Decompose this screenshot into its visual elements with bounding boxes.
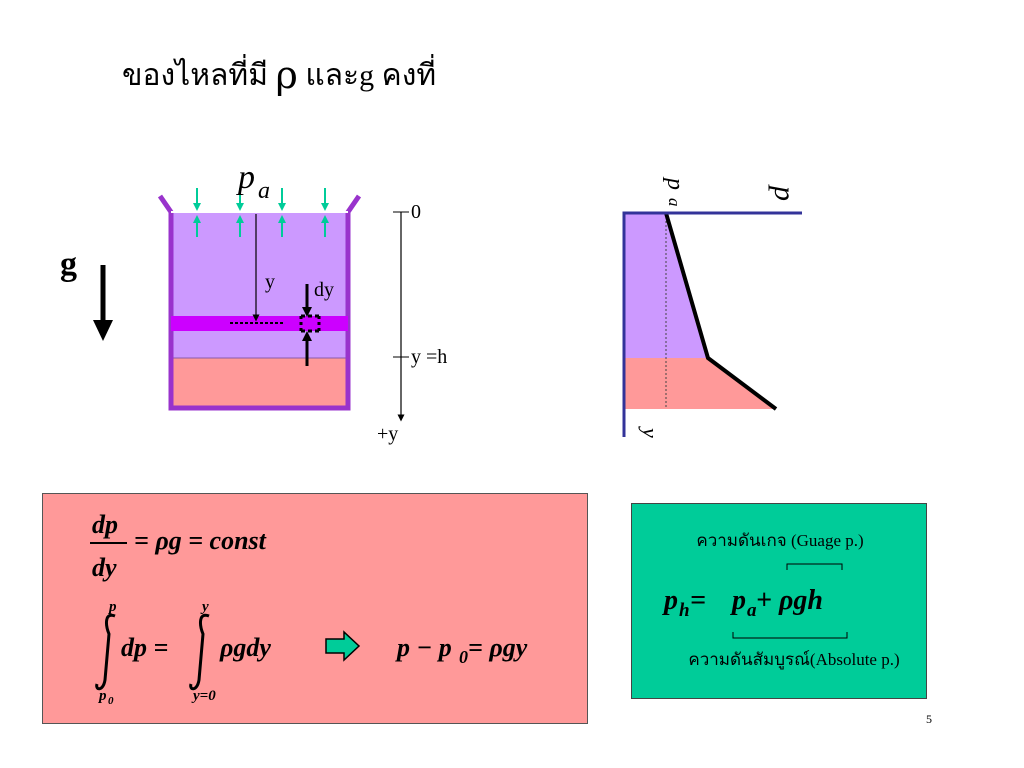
pa-label-base: p xyxy=(236,159,255,196)
int1-upper-limit: p xyxy=(107,599,117,615)
y-depth-label: y xyxy=(265,271,275,293)
title-suffix: และg คงที่ xyxy=(305,59,437,92)
equation-box: dp dy = ρg = const p p 0 dp = y y=0 ρgdy… xyxy=(42,493,588,724)
eq-ph-subscript: h xyxy=(679,600,690,621)
eq-ph-base: p xyxy=(662,585,678,616)
int1-lower-limit-sub: 0 xyxy=(108,695,114,707)
fluid-upper-layer xyxy=(171,212,348,358)
gauge-pressure-box: ความดันเกจ (Guage p.) p h = p a + ρgh คว… xyxy=(631,503,927,699)
gravity-label: g xyxy=(60,246,77,283)
eq1-denominator: dy xyxy=(92,553,117,582)
eq1-numerator: dp xyxy=(92,510,118,539)
gravity-arrow-icon xyxy=(93,320,113,341)
integral-sign-1 xyxy=(95,613,116,691)
atmospheric-pressure-arrows xyxy=(193,188,329,237)
equation-canvas: dp dy = ρg = const p p 0 dp = y y=0 ρgdy… xyxy=(90,510,528,707)
profile-axes xyxy=(622,211,802,437)
pa-label-subscript: a xyxy=(258,178,270,204)
slide-title: ของไหลที่มี ρ และg คงที่ xyxy=(122,50,436,99)
result-subscript: 0 xyxy=(459,647,468,667)
gauge-pressure-label: ความดันเกจ (Guage p.) xyxy=(696,531,863,550)
gravity-indicator: g xyxy=(60,246,113,341)
tank-wall xyxy=(157,194,362,411)
int2-body: ρgdy xyxy=(219,633,271,662)
eq1-rhs: = ρg = const xyxy=(134,526,267,555)
int2-lower-limit: y=0 xyxy=(191,688,216,704)
profile-lower-region xyxy=(624,358,776,409)
absolute-bracket xyxy=(732,632,848,639)
fluid-slab xyxy=(171,316,348,331)
axis-h-label: y =h xyxy=(411,346,447,368)
int2-upper-limit: y xyxy=(200,599,209,615)
axis-zero-label: 0 xyxy=(411,201,421,223)
int1-body: dp = xyxy=(121,633,168,662)
result-rhs: = ρgy xyxy=(468,633,528,662)
profile-pa-subscript: a xyxy=(665,198,684,207)
absolute-pressure-label: ความดันสัมบูรณ์(Absolute p.) xyxy=(688,650,899,670)
result-lhs: p − p xyxy=(395,633,452,662)
fluid-lower-layer xyxy=(171,358,348,408)
gauge-canvas: ความดันเกจ (Guage p.) p h = p a + ρgh คว… xyxy=(662,531,900,670)
eq-equals: = xyxy=(690,585,706,616)
implies-arrow-icon xyxy=(325,630,361,662)
pressure-profile: p p a y xyxy=(622,176,802,438)
title-prefix: ของไหลที่มี xyxy=(122,59,268,92)
eq-pa-subscript: a xyxy=(747,600,757,621)
integral-sign-2 xyxy=(189,613,210,691)
axis-plus-y-label: +y xyxy=(377,423,398,445)
dy-label: dy xyxy=(314,279,334,301)
depth-axis: 0 y =h +y xyxy=(377,201,447,445)
title-rho-symbol: ρ xyxy=(275,53,298,97)
eq-plus-term: + ρgh xyxy=(756,585,823,616)
pressure-curve xyxy=(664,212,778,411)
profile-y-label: y xyxy=(638,426,663,438)
int1-lower-limit-base: p xyxy=(97,688,107,704)
fluid-tank xyxy=(157,194,362,411)
gauge-bracket xyxy=(786,563,843,570)
page-number: 5 xyxy=(926,712,932,726)
profile-pa-base: p xyxy=(662,176,688,190)
eq-pa-base: p xyxy=(730,585,746,616)
profile-p-label: p xyxy=(768,184,801,201)
